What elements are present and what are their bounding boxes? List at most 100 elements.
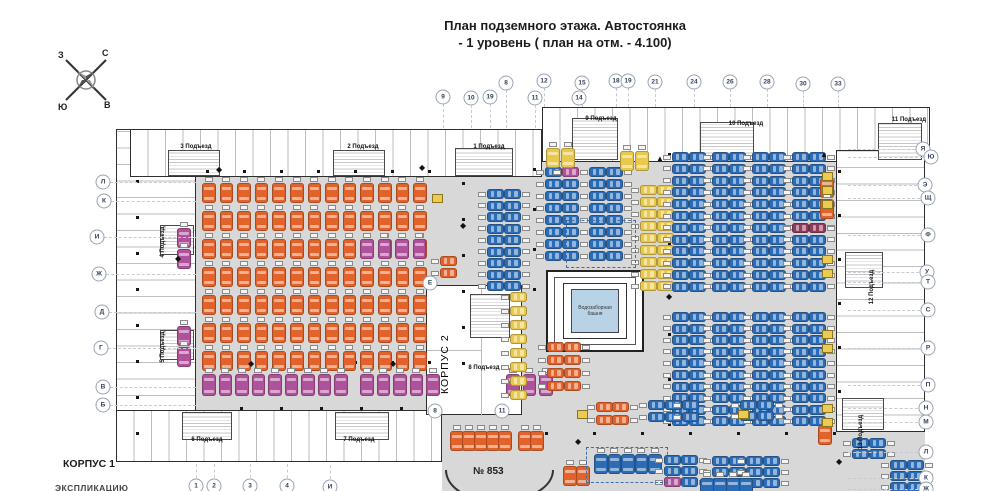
spot-number-tag — [623, 229, 632, 235]
spot-number-tag — [782, 372, 791, 378]
yellow-marker — [822, 418, 833, 427]
parking-spot-car — [712, 358, 729, 369]
parking-spot-car — [729, 152, 746, 162]
parking-spot-car — [712, 246, 729, 257]
parking-spot-car — [757, 411, 774, 421]
parking-spot-car — [664, 477, 681, 487]
parking-spot-car — [562, 179, 579, 189]
spot-number-tag — [500, 308, 509, 314]
parking-spot-car — [672, 163, 689, 174]
parking-spot-car — [202, 351, 216, 371]
spot-number-tag — [204, 344, 213, 350]
spot-number-tag — [179, 242, 188, 248]
yellow-marker — [738, 410, 749, 419]
parking-spot-car — [769, 346, 786, 357]
parking-spot-car — [547, 381, 564, 391]
parking-spot-car — [809, 281, 826, 292]
parking-spot-car — [545, 203, 562, 213]
parking-spot-car — [284, 374, 298, 396]
parking-spot-car — [729, 312, 746, 322]
spot-number-tag — [257, 176, 266, 182]
parking-spot-car — [689, 323, 706, 334]
spot-number-tag — [662, 154, 671, 160]
parking-spot-car — [689, 370, 706, 380]
spot-number-tag — [310, 344, 319, 350]
parking-spot-car — [890, 460, 907, 470]
parking-spot-car — [746, 456, 763, 466]
parking-spot-car — [606, 239, 623, 249]
parking-spot-car — [809, 381, 826, 392]
spot-number-tag — [563, 141, 572, 147]
parking-spot-car — [713, 478, 727, 491]
spot-number-tag — [702, 407, 711, 413]
spot-number-tag — [537, 383, 546, 389]
entrance-label: 8 Подъезд — [468, 365, 500, 371]
parking-spot-car — [307, 183, 322, 203]
spot-number-tag — [179, 221, 188, 227]
parking-spot-car — [752, 335, 769, 346]
spot-number-tag — [702, 337, 711, 343]
parking-spot-car — [809, 346, 826, 357]
spot-number-tag — [310, 204, 319, 210]
parking-spot-car — [254, 211, 269, 231]
parking-spot-car — [712, 381, 729, 392]
spot-number-tag — [464, 424, 473, 430]
parking-spot-car — [729, 416, 746, 427]
grid-leader — [110, 387, 196, 388]
parking-spot-car — [325, 323, 339, 343]
parking-spot-car — [620, 151, 634, 171]
parking-spot-car — [378, 267, 392, 287]
spot-number-tag — [379, 367, 387, 373]
parking-spot-car — [689, 335, 706, 346]
parking-spot-car — [869, 438, 886, 448]
spot-number-tag — [535, 193, 544, 199]
stair-room — [335, 412, 389, 440]
parking-spot-car — [729, 335, 746, 346]
parking-spot-car — [792, 223, 809, 233]
direction-arrow: ◆ — [248, 359, 255, 368]
parking-spot-car — [219, 183, 234, 203]
parking-spot-car — [809, 246, 826, 257]
spot-number-tag — [362, 367, 371, 373]
spot-number-tag — [222, 176, 231, 182]
central-tower: Водозаборная башня — [571, 289, 619, 333]
parking-spot-car — [487, 235, 504, 245]
parking-spot-car — [237, 323, 251, 343]
parking-spot-car — [672, 335, 689, 346]
spot-number-tag — [826, 360, 835, 366]
spot-number-tag — [782, 213, 791, 219]
spot-number-tag — [782, 189, 791, 195]
spot-number-tag — [654, 457, 663, 463]
parking-spot-car — [792, 370, 809, 380]
parking-spot-car — [202, 183, 216, 203]
spot-number-tag — [535, 253, 544, 259]
column-dot — [136, 180, 139, 183]
direction-arrow: ◆ — [666, 292, 673, 301]
spot-number-tag — [581, 383, 590, 389]
spot-number-tag — [702, 458, 711, 464]
column-dot — [360, 407, 363, 410]
spot-number-tag — [239, 260, 248, 266]
grid-axis-label: 33 — [830, 76, 846, 92]
grid-leader — [111, 201, 196, 202]
spot-number-tag — [292, 260, 301, 266]
parking-spot-car — [510, 362, 527, 372]
parking-spot-car — [378, 183, 392, 203]
parking-spot-car — [307, 211, 322, 231]
grid-leader — [848, 198, 920, 199]
parking-spot-car — [752, 222, 769, 233]
parking-spot-car — [634, 454, 648, 474]
spot-number-tag — [702, 395, 711, 401]
grid-axis-label: 3 — [242, 478, 258, 491]
parking-spot-car — [504, 258, 521, 268]
spot-number-tag — [662, 260, 671, 266]
entrance-label: 12 Подъезд — [869, 269, 875, 305]
parking-spot-car — [809, 335, 826, 346]
spot-number-tag — [500, 364, 509, 370]
parking-spot-car — [729, 258, 746, 269]
yellow-marker — [432, 194, 443, 203]
parking-spot-car — [413, 351, 427, 371]
parking-spot-car — [547, 368, 564, 378]
spot-number-tag — [662, 349, 671, 355]
parking-spot-car — [769, 187, 786, 198]
